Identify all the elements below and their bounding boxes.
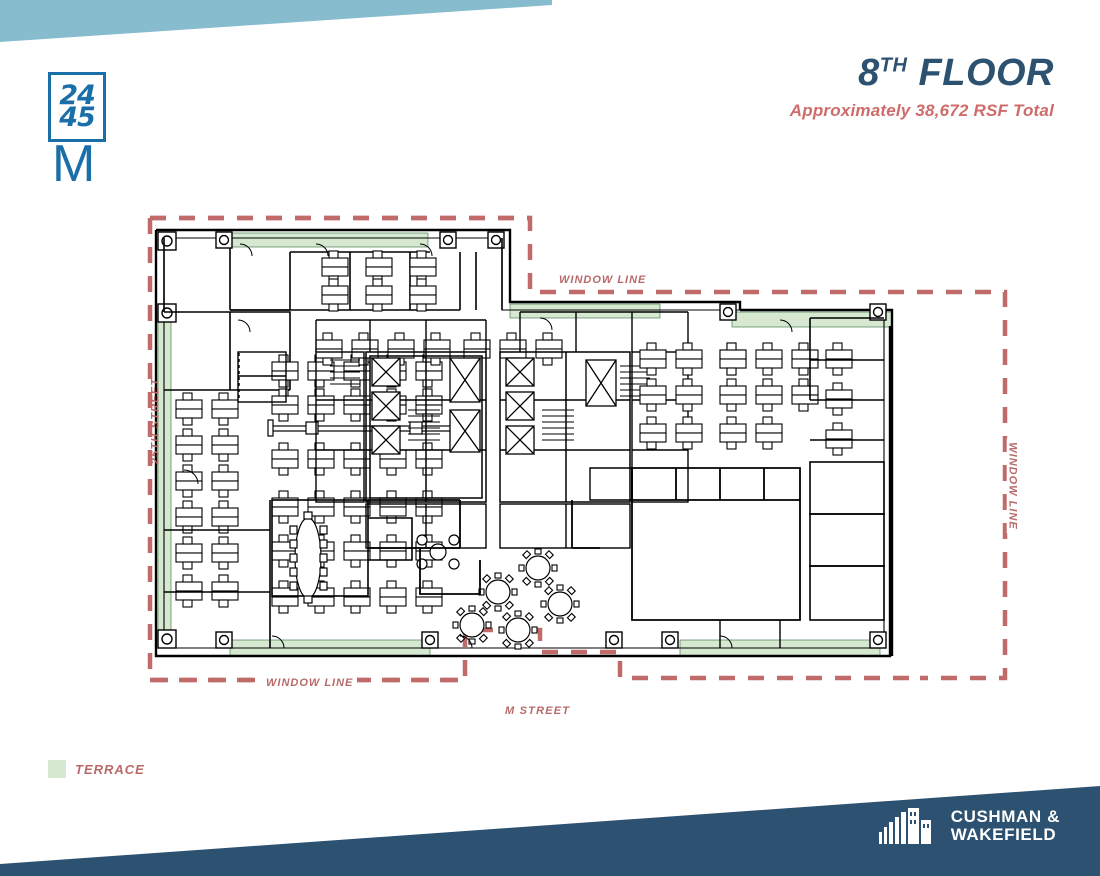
- structural-columns: [157, 231, 887, 649]
- top-accent-band: [0, 0, 552, 42]
- offices-east: [809, 317, 885, 621]
- logo-line-2: 45: [59, 102, 96, 133]
- floor-plan: [120, 200, 1020, 720]
- page-title: 8TH FLOOR: [790, 54, 1054, 92]
- terrace-swatch: [48, 760, 66, 778]
- terrace-legend-label: TERRACE: [75, 761, 145, 777]
- brand-line-1: CUSHMAN &: [950, 807, 1060, 826]
- workstations-east-inner: [639, 342, 703, 450]
- elevators: [371, 357, 617, 455]
- cafe-tables: [452, 548, 580, 650]
- large-meeting-room-east: [631, 467, 801, 621]
- logo-line-1: 24: [59, 79, 96, 111]
- floor-ordinal: TH: [879, 54, 908, 77]
- page-subtitle: Approximately 38,672 RSF Total: [789, 101, 1054, 120]
- floor-word: FLOOR: [918, 52, 1054, 94]
- floor-number: 8: [858, 52, 880, 94]
- core-north-rooms: [315, 311, 689, 352]
- cw-building-icon: [878, 808, 931, 845]
- conference-table: [289, 511, 328, 604]
- workstations-west: [175, 392, 239, 608]
- south-center-walls: [368, 499, 600, 595]
- brand-logo: CUSHMAN & WAKEFIELD: [878, 807, 1060, 845]
- legend: TERRACE: [48, 760, 145, 778]
- stairs: [330, 359, 650, 441]
- south-rooms: [164, 499, 413, 648]
- building-logo: 24 45 M: [48, 72, 110, 193]
- brand-line-2: WAKEFIELD: [950, 825, 1057, 845]
- east-small-rooms: [589, 467, 781, 648]
- logo-box: 24 45: [48, 72, 106, 142]
- workstations-north: [321, 250, 437, 312]
- page-header: 8TH FLOOR Approximately 38,672 RSF Total: [790, 54, 1054, 121]
- brand-text: CUSHMAN & WAKEFIELD: [950, 807, 1060, 845]
- phone-rooms-west: [237, 351, 287, 403]
- logo-letter-m: M: [52, 135, 96, 193]
- door-swings: [183, 243, 793, 649]
- window-line-boundary: [147, 215, 1008, 683]
